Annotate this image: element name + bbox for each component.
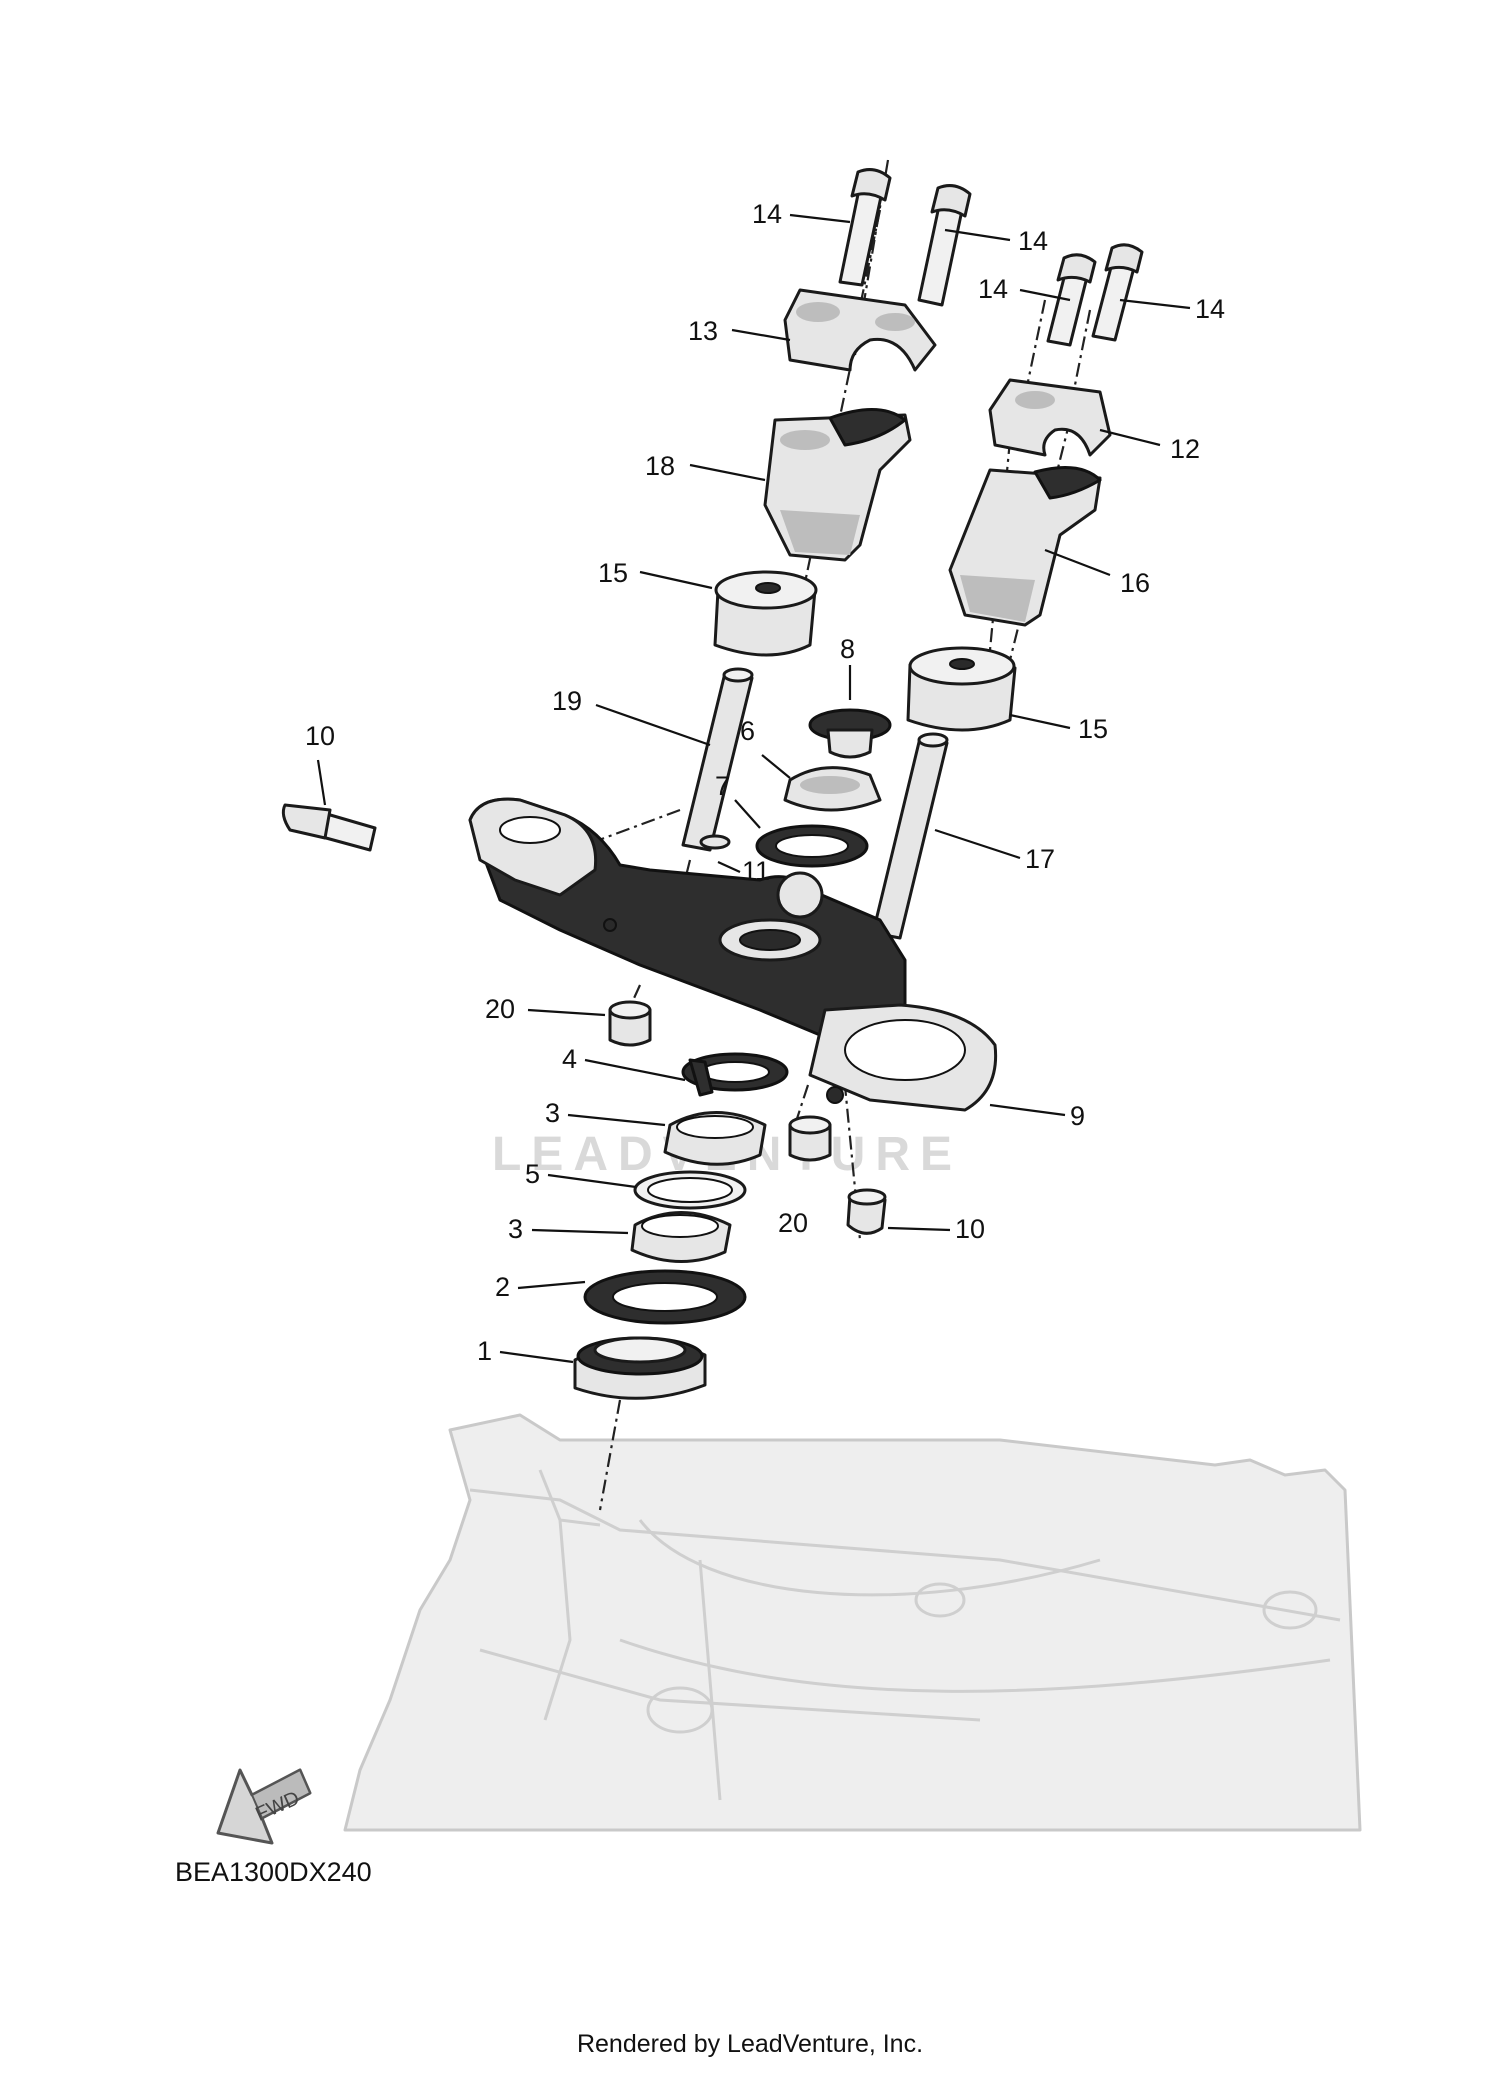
callout-14-a: 14 bbox=[752, 199, 782, 229]
diagram-code-label: BEA1300DX240 bbox=[175, 1857, 372, 1887]
bearing-3-b bbox=[630, 1211, 732, 1263]
bolt-14-c bbox=[1046, 253, 1097, 347]
callout-15-b: 15 bbox=[1078, 714, 1108, 744]
callout-7: 7 bbox=[715, 771, 730, 801]
callout-20-a: 20 bbox=[485, 994, 515, 1024]
bolt-10-b bbox=[846, 1188, 887, 1235]
callout-14-c: 14 bbox=[978, 274, 1008, 304]
callout-9: 9 bbox=[1070, 1101, 1085, 1131]
lock-washer-4 bbox=[681, 1052, 789, 1097]
bolt-14-a bbox=[838, 168, 892, 287]
callout-14-b: 14 bbox=[1018, 226, 1048, 256]
callout-16: 16 bbox=[1120, 568, 1150, 598]
callout-4: 4 bbox=[562, 1044, 577, 1074]
damper-15-b bbox=[906, 646, 1017, 732]
leader-lines bbox=[316, 213, 1191, 1364]
pin-17 bbox=[871, 732, 949, 940]
race-1 bbox=[573, 1336, 707, 1400]
bearing-3-a bbox=[663, 1111, 767, 1166]
collar-20-a bbox=[608, 1000, 652, 1047]
callout-17: 17 bbox=[1025, 844, 1055, 874]
handlebar-clamp-13 bbox=[783, 288, 937, 372]
handlebar-holder-18 bbox=[763, 408, 912, 562]
callout-2: 2 bbox=[495, 1272, 510, 1302]
callout-10-a: 10 bbox=[305, 721, 335, 751]
callout-8: 8 bbox=[840, 634, 855, 664]
callout-12: 12 bbox=[1170, 434, 1200, 464]
collar-20-b bbox=[788, 1115, 832, 1162]
callout-3-b: 3 bbox=[508, 1214, 523, 1244]
parts bbox=[281, 168, 1144, 1400]
callout-14-d: 14 bbox=[1195, 294, 1225, 324]
seal-5 bbox=[633, 1170, 747, 1210]
triple-clamp-9 bbox=[468, 797, 998, 1112]
pin-19 bbox=[681, 667, 754, 852]
washer-7 bbox=[755, 824, 869, 868]
callout-3-a: 3 bbox=[545, 1098, 560, 1128]
handlebar-clamp-12 bbox=[988, 378, 1112, 457]
nut-8 bbox=[808, 708, 892, 759]
callout-labels: 14 14 14 14 13 12 18 16 15 15 8 19 6 10 … bbox=[305, 199, 1225, 1366]
handlebar-holder-16 bbox=[948, 466, 1102, 627]
callout-20-b: 20 bbox=[778, 1208, 808, 1238]
callout-10-b: 10 bbox=[955, 1214, 985, 1244]
render-credit-footer: Rendered by LeadVenture, Inc. bbox=[576, 2030, 924, 2058]
callout-5: 5 bbox=[525, 1159, 540, 1189]
damper-15-a bbox=[713, 570, 818, 657]
callout-6: 6 bbox=[740, 716, 755, 746]
fwd-arrow-icon: FWD bbox=[216, 1768, 312, 1845]
callout-15-a: 15 bbox=[598, 558, 628, 588]
callout-13: 13 bbox=[688, 316, 718, 346]
screw-11 bbox=[699, 834, 731, 850]
bolt-10-a bbox=[281, 803, 377, 852]
bolt-14-d bbox=[1091, 243, 1144, 342]
ring-nut-6 bbox=[783, 766, 882, 812]
callout-18: 18 bbox=[645, 451, 675, 481]
callout-19: 19 bbox=[552, 686, 582, 716]
callout-11: 11 bbox=[742, 856, 770, 886]
dust-seal-2 bbox=[583, 1269, 747, 1325]
bolt-14-b bbox=[917, 184, 972, 307]
frame-illustration bbox=[343, 1413, 1362, 1832]
callout-1: 1 bbox=[477, 1336, 492, 1366]
